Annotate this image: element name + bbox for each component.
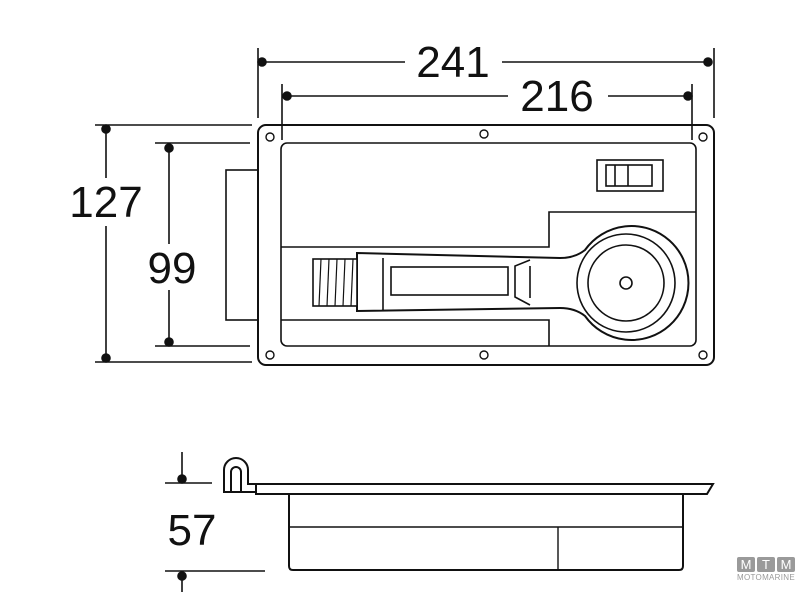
- lower-step: [281, 319, 550, 346]
- dim-label-127: 127: [69, 178, 142, 227]
- dim-label-241: 241: [416, 38, 489, 87]
- motomarine-logo: M T M MOTOMARINE: [735, 557, 797, 582]
- dim-label-57: 57: [168, 506, 217, 555]
- screw-holes: [265, 129, 708, 360]
- dim-label-216: 216: [520, 72, 593, 121]
- dimension-depth: 57: [165, 452, 265, 592]
- switch-icon: [596, 159, 664, 192]
- logo-letter: M: [737, 557, 755, 572]
- shower-handle-icon: [312, 225, 690, 341]
- dimension-inner-height: 99: [148, 142, 250, 347]
- dimension-overall-width: 241: [257, 38, 715, 118]
- dim-label-99: 99: [148, 244, 197, 293]
- rear-housing: [225, 169, 259, 321]
- logo-letter: T: [757, 557, 775, 572]
- flange: [255, 483, 715, 495]
- dimension-inner-width: 216: [281, 72, 693, 140]
- inner-recess: [280, 142, 697, 347]
- top-view: [225, 124, 715, 366]
- tray-body: [288, 494, 684, 571]
- logo-letter: M: [777, 557, 795, 572]
- logo-name: MOTOMARINE: [737, 573, 795, 582]
- upper-step: [281, 211, 696, 248]
- side-view: [223, 457, 715, 571]
- mounting-plate: [257, 124, 715, 366]
- hinge-hook: [223, 457, 257, 493]
- dimension-overall-height: 127: [69, 124, 252, 363]
